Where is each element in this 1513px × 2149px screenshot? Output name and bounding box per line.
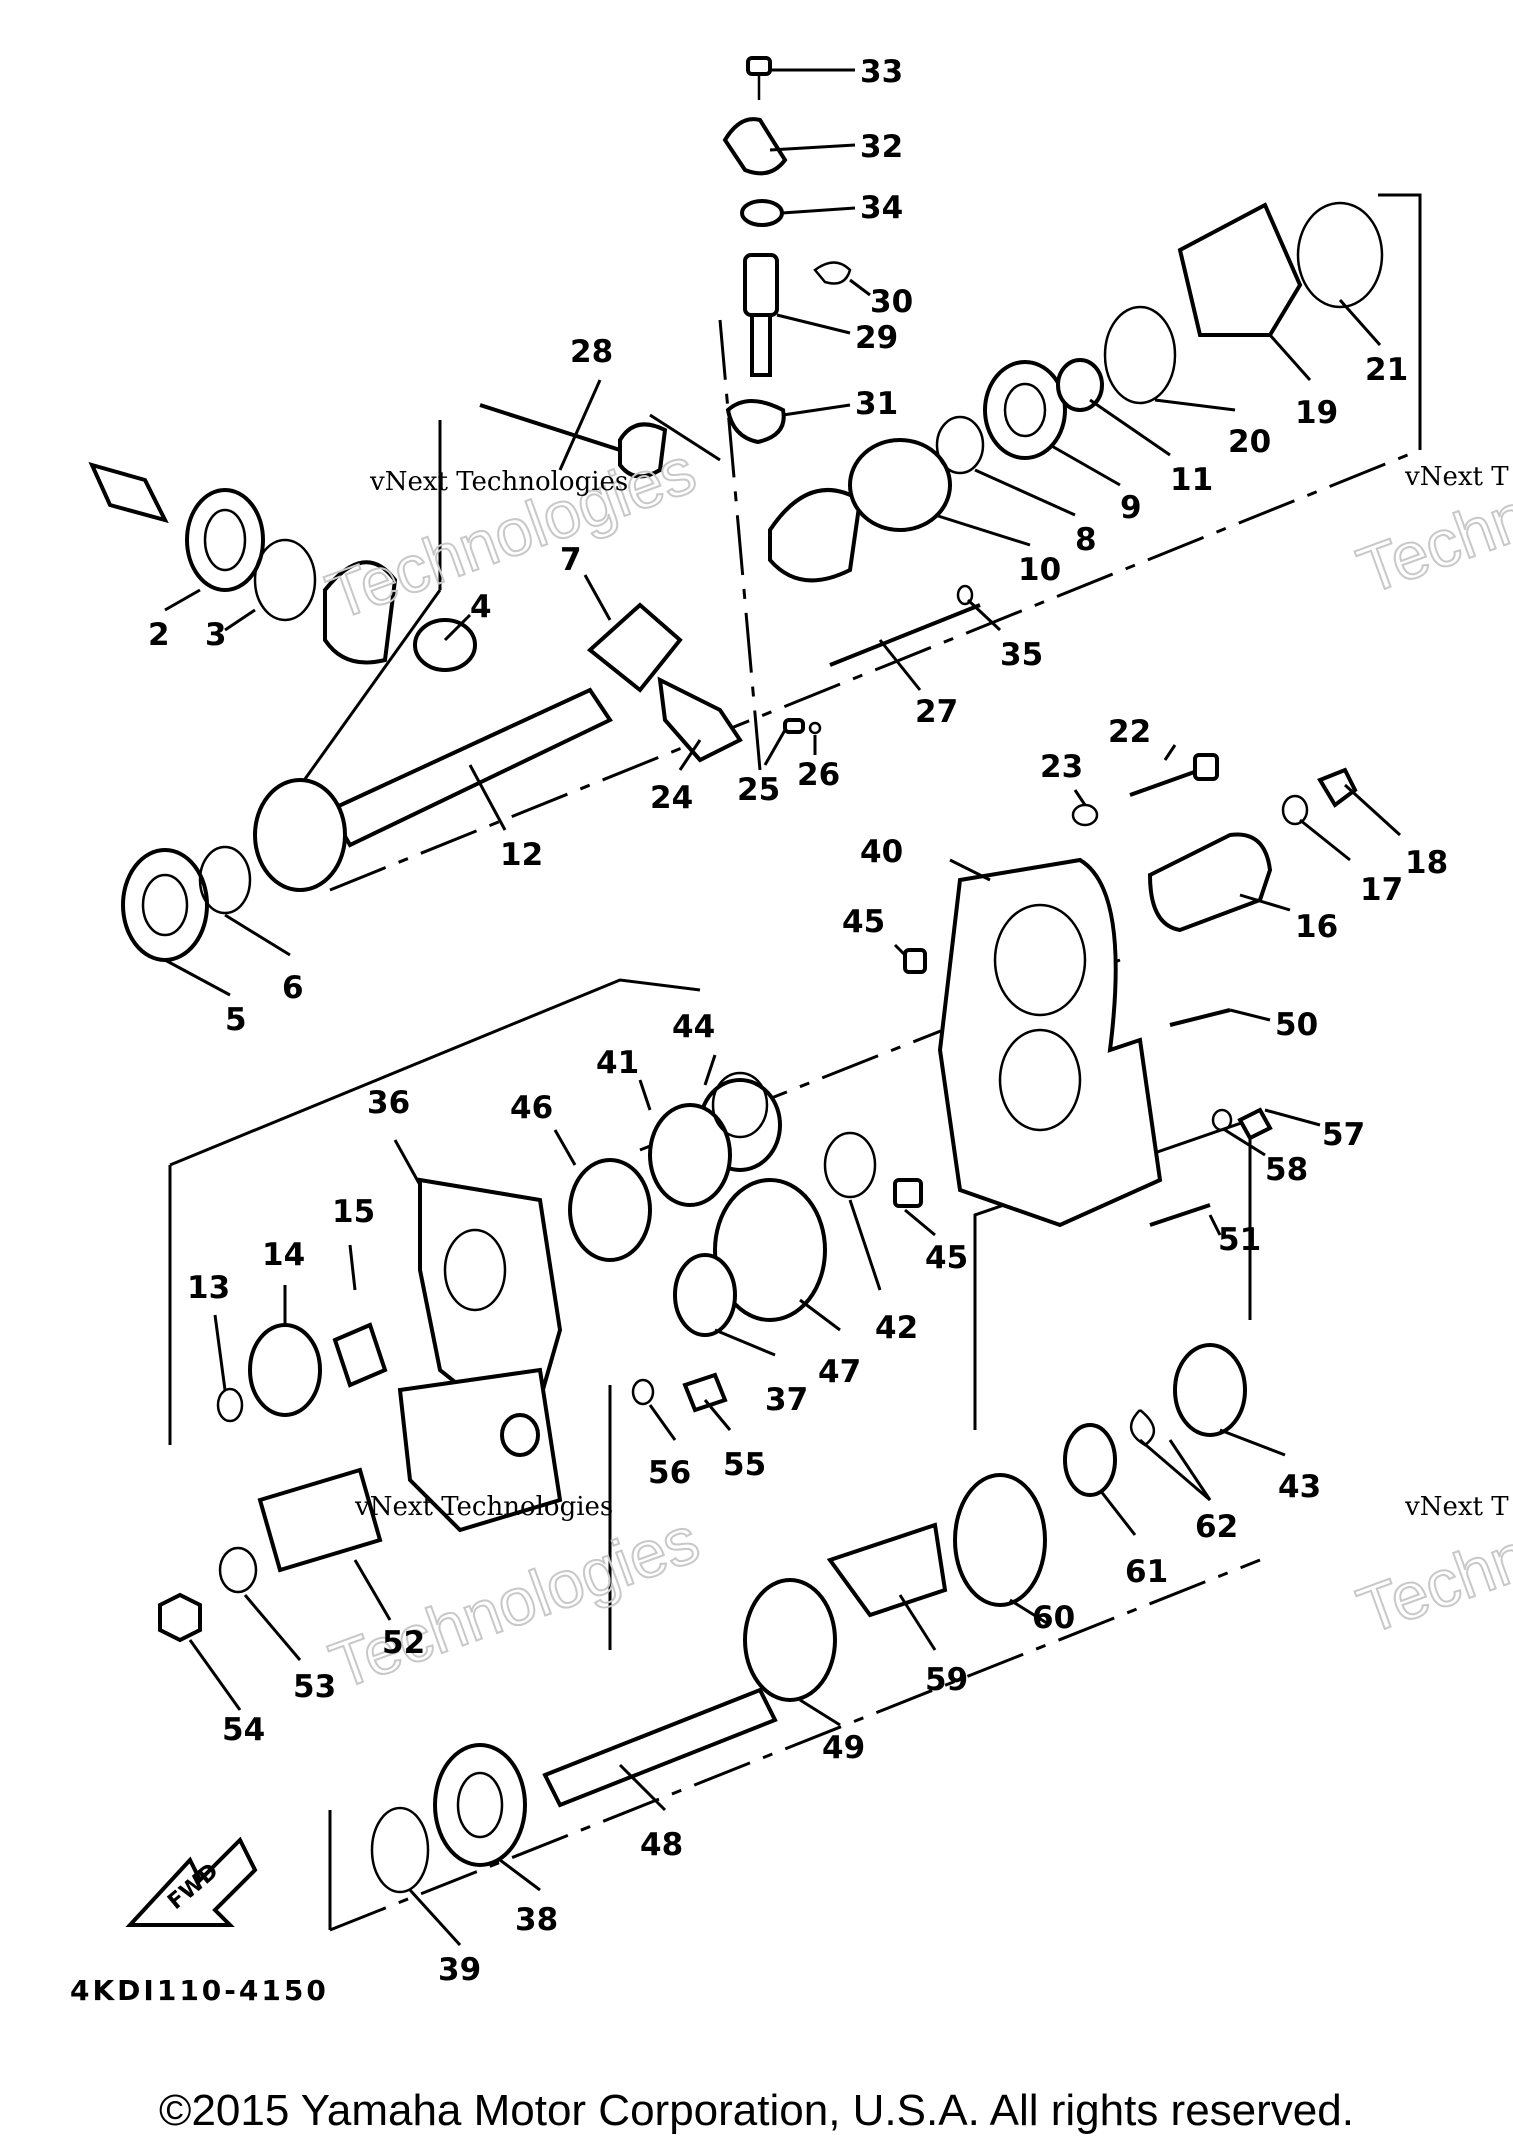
callout-52: 52 bbox=[382, 1625, 425, 1661]
callout-60: 60 bbox=[1032, 1600, 1075, 1636]
callout-29: 29 bbox=[855, 320, 898, 356]
callout-39: 39 bbox=[438, 1952, 481, 1988]
gear-case bbox=[158, 857, 1273, 1894]
callout-27: 27 bbox=[915, 694, 958, 730]
callout-11: 11 bbox=[1170, 462, 1213, 498]
watermark-edge-2: vNext T bbox=[1404, 1492, 1509, 1522]
callout-24: 24 bbox=[650, 780, 693, 816]
callout-50: 50 bbox=[1275, 1007, 1318, 1043]
callout-37: 37 bbox=[765, 1382, 808, 1418]
callout-19: 19 bbox=[1295, 395, 1338, 431]
watermark-edge-overlay-2: Techn bbox=[1348, 1518, 1513, 1648]
callout-13: 13 bbox=[187, 1270, 230, 1306]
callout-43: 43 bbox=[1278, 1469, 1321, 1505]
callout-35: 35 bbox=[1000, 637, 1043, 673]
callout-30: 30 bbox=[870, 284, 913, 320]
watermark-edge-overlay-1: Techn bbox=[1348, 478, 1513, 608]
callout-labels: 33 32 34 30 29 28 31 21 19 20 11 9 8 10 … bbox=[148, 54, 1448, 1988]
callout-42: 42 bbox=[875, 1310, 918, 1346]
drawing-code: 4KDI110-4150 bbox=[70, 1974, 329, 2007]
callout-22: 22 bbox=[1108, 714, 1151, 750]
callout-54: 54 bbox=[222, 1712, 265, 1748]
callout-62: 62 bbox=[1195, 1509, 1238, 1545]
callout-40: 40 bbox=[860, 834, 903, 870]
callout-44: 44 bbox=[672, 1009, 715, 1045]
parts-diagram: FWD Technologies vNext Technologies Tech… bbox=[70, 54, 1513, 2007]
callout-28: 28 bbox=[570, 334, 613, 370]
watermark-company-2: vNext Technologies bbox=[354, 1492, 613, 1522]
callout-56: 56 bbox=[648, 1455, 691, 1491]
fwd-arrow-icon: FWD bbox=[125, 1836, 258, 1927]
callout-25: 25 bbox=[737, 772, 780, 808]
callout-7: 7 bbox=[560, 542, 582, 578]
callout-15: 15 bbox=[332, 1194, 375, 1230]
callout-57: 57 bbox=[1322, 1117, 1365, 1153]
callout-41: 41 bbox=[596, 1045, 639, 1081]
watermark-overlay-1: Technologies bbox=[317, 432, 704, 633]
callout-2: 2 bbox=[148, 617, 170, 653]
callout-58: 58 bbox=[1265, 1152, 1308, 1188]
callout-31: 31 bbox=[855, 386, 898, 422]
callout-14: 14 bbox=[262, 1237, 305, 1273]
callout-48: 48 bbox=[640, 1827, 683, 1863]
callout-6: 6 bbox=[282, 970, 304, 1006]
watermark-edge-1: vNext T bbox=[1404, 462, 1509, 492]
callout-4: 4 bbox=[470, 589, 492, 625]
callout-18: 18 bbox=[1405, 845, 1448, 881]
upper-parts bbox=[479, 56, 852, 479]
watermark-company-1: vNext Technologies bbox=[369, 467, 628, 497]
watermarks: Technologies vNext Technologies Technolo… bbox=[316, 431, 1513, 1704]
callout-9: 9 bbox=[1120, 490, 1142, 526]
callout-38: 38 bbox=[515, 1902, 558, 1938]
callout-12: 12 bbox=[500, 837, 543, 873]
callout-59: 59 bbox=[925, 1662, 968, 1698]
callout-5: 5 bbox=[225, 1002, 247, 1038]
callout-17: 17 bbox=[1360, 872, 1403, 908]
callout-51: 51 bbox=[1218, 1222, 1261, 1258]
callout-53: 53 bbox=[293, 1669, 336, 1705]
callout-16: 16 bbox=[1295, 909, 1338, 945]
copyright-notice: ©2015 Yamaha Motor Corporation, U.S.A. A… bbox=[159, 2086, 1354, 2135]
center-upper-parts bbox=[586, 201, 1384, 763]
callout-45a: 45 bbox=[842, 904, 885, 940]
callout-20: 20 bbox=[1228, 424, 1271, 460]
right-upper-parts bbox=[1071, 753, 1358, 933]
callout-46: 46 bbox=[510, 1090, 553, 1126]
callout-49: 49 bbox=[822, 1730, 865, 1766]
callout-26: 26 bbox=[797, 757, 840, 793]
callout-32: 32 bbox=[860, 129, 903, 165]
callout-8: 8 bbox=[1075, 522, 1097, 558]
callout-21: 21 bbox=[1365, 352, 1408, 388]
callout-36: 36 bbox=[367, 1085, 410, 1121]
callout-34: 34 bbox=[860, 190, 903, 226]
callout-3: 3 bbox=[205, 617, 227, 653]
callout-33: 33 bbox=[860, 54, 903, 90]
callout-61: 61 bbox=[1125, 1554, 1168, 1590]
callout-23: 23 bbox=[1040, 749, 1083, 785]
callout-45b: 45 bbox=[925, 1240, 968, 1276]
callout-10: 10 bbox=[1018, 552, 1061, 588]
callout-55: 55 bbox=[723, 1447, 766, 1483]
callout-47: 47 bbox=[818, 1354, 861, 1390]
